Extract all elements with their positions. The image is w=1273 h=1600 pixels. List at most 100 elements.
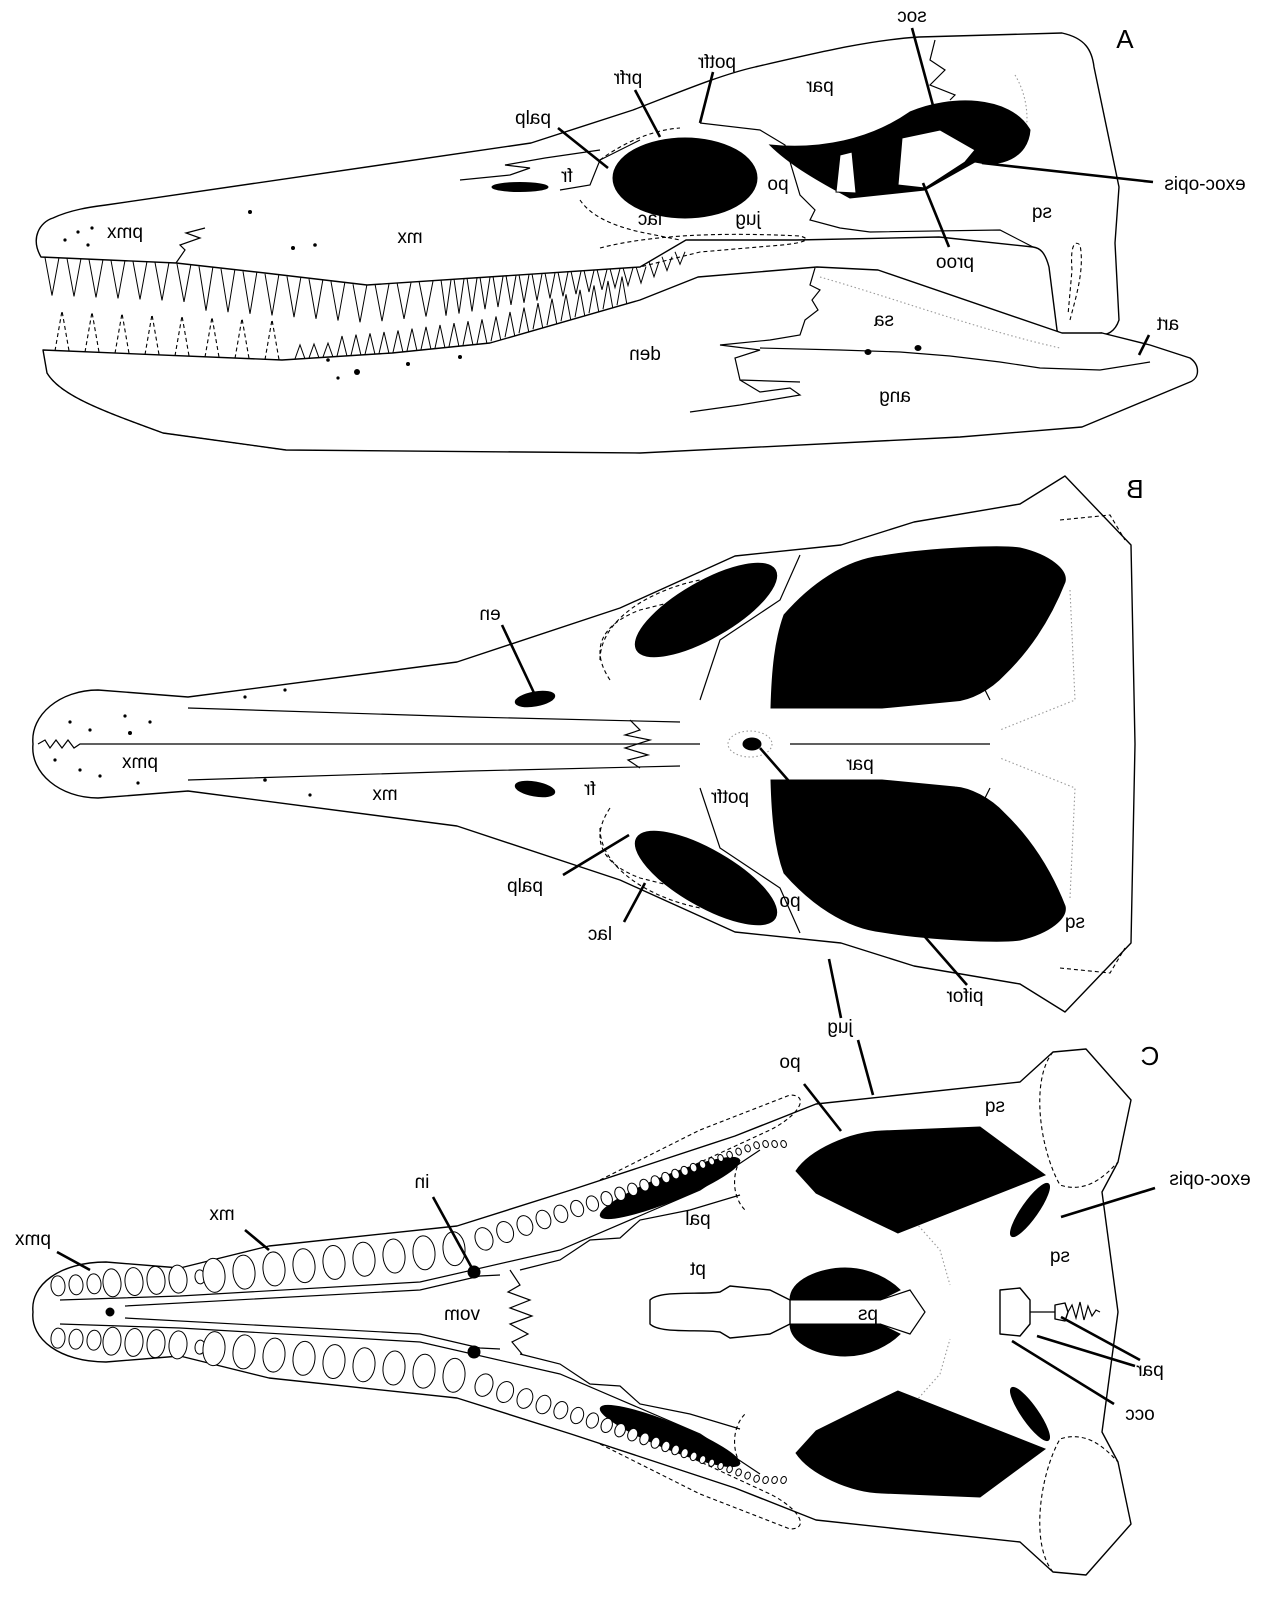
label-sq: sq <box>1065 912 1085 933</box>
alveolus <box>146 1265 166 1295</box>
squamosal-outline-upper <box>1039 1051 1119 1188</box>
alveolus <box>146 1329 166 1359</box>
lower-tooth <box>462 321 474 346</box>
label-potfr: potfr <box>710 787 749 808</box>
upper-tooth <box>531 273 543 301</box>
lower-tooth <box>602 280 614 310</box>
alveolus <box>168 1264 188 1294</box>
alveolus <box>516 1215 534 1236</box>
label-palp: palp <box>515 108 551 129</box>
lower-tooth <box>350 334 362 356</box>
alveolus <box>735 1468 742 1477</box>
foramina-dots <box>53 688 312 797</box>
panel-b-dorsal-view <box>32 475 1136 1013</box>
parietal-process <box>1054 1302 1069 1322</box>
alveoli <box>50 1139 787 1485</box>
alveolus <box>382 1350 406 1386</box>
label-jug: jug <box>827 1017 853 1038</box>
lower-tooth <box>364 333 376 355</box>
lower-tooth <box>476 319 488 344</box>
upper-tooth <box>220 268 236 313</box>
quadratojugal-line <box>869 229 1034 248</box>
upper-tooth <box>66 258 82 297</box>
alveolus <box>600 1190 613 1207</box>
alveolus <box>771 1139 778 1149</box>
alveolus <box>496 1380 515 1404</box>
upper-tooth <box>596 269 608 290</box>
lower-tooth <box>294 343 306 360</box>
parietal-squamosal-boundary-lower <box>999 757 1076 899</box>
jugal-outline-lower <box>599 1433 801 1530</box>
lower-tooth <box>392 330 404 353</box>
pmx-mx-suture <box>175 227 206 264</box>
lower-teeth <box>54 276 628 360</box>
alveolus <box>124 1267 144 1297</box>
alveolus <box>614 1422 626 1438</box>
label-lac: lac <box>638 209 662 230</box>
jugal-lower-suture <box>599 233 807 268</box>
lower-tooth <box>616 276 628 306</box>
label-soc: soc <box>897 6 927 27</box>
rostrum-upper-edge <box>187 707 681 723</box>
alveolus <box>717 1154 724 1163</box>
alveolus <box>753 1141 760 1150</box>
lower-tooth <box>434 324 446 349</box>
mandible-restored-edge <box>46 372 287 451</box>
label-fr: fr <box>561 166 573 187</box>
label-po: po <box>779 891 800 912</box>
parasphenoid-fenestra-upper <box>789 1267 901 1301</box>
alveolus <box>202 1331 226 1367</box>
alveolus <box>661 1171 671 1184</box>
alveolus <box>762 1475 769 1485</box>
supratemporal-fenestra-upper <box>770 546 1066 709</box>
upper-tooth <box>505 275 517 305</box>
alveolus <box>535 1394 552 1415</box>
alveolus <box>744 1471 751 1480</box>
lower-tooth <box>308 342 320 359</box>
postorbital-suture-lower <box>699 787 801 934</box>
panel-a-lateral-view <box>35 32 1199 454</box>
premaxillary-foramen <box>105 1307 115 1317</box>
upper-tooth <box>570 271 582 295</box>
lower-tooth <box>114 313 130 354</box>
upper-tooth <box>609 268 621 290</box>
squamosal-suture <box>928 39 957 101</box>
upper-tooth <box>453 278 465 314</box>
upper-teeth <box>44 251 686 323</box>
orbit <box>612 137 758 219</box>
label-mx: mx <box>209 1204 235 1225</box>
alveolus <box>680 1165 689 1176</box>
alveolus <box>627 1427 639 1442</box>
alveolus <box>614 1186 626 1202</box>
lower-tooth <box>322 341 334 358</box>
alveolus <box>382 1238 406 1274</box>
alveolus <box>412 1353 436 1389</box>
alveolus <box>202 1257 226 1293</box>
lower-tooth <box>504 311 516 338</box>
label-pmx: pmx <box>15 1229 51 1250</box>
alveolus <box>442 1357 466 1393</box>
label-pmx: pmx <box>107 222 143 243</box>
alveolus <box>570 1406 585 1425</box>
midline-suture <box>37 739 700 750</box>
angular-lower-suture <box>689 379 802 413</box>
label-en: en <box>479 604 500 625</box>
label-mx: mx <box>397 227 423 248</box>
label-sq: sq <box>1050 1246 1070 1267</box>
alveolus <box>753 1474 760 1483</box>
lower-tooth <box>264 319 280 360</box>
lower-tooth <box>588 285 600 314</box>
alveolus <box>735 1147 742 1156</box>
alveolus <box>708 1458 716 1467</box>
supratemporal-fenestra-lower <box>770 779 1066 942</box>
squamosal-horn-lower <box>1059 947 1126 974</box>
surangular-suture <box>719 267 821 383</box>
temporal-fenestra <box>768 100 1031 199</box>
postorbital-bar-sliver <box>835 151 857 194</box>
postorbital-suture <box>699 122 871 233</box>
alveolus <box>780 1139 787 1149</box>
labels: A soc potfr prfr palp fr par po jug lac … <box>15 6 1251 1425</box>
upper-tooth <box>352 284 368 323</box>
lower-tooth <box>144 314 160 355</box>
alveolus <box>689 1162 698 1173</box>
